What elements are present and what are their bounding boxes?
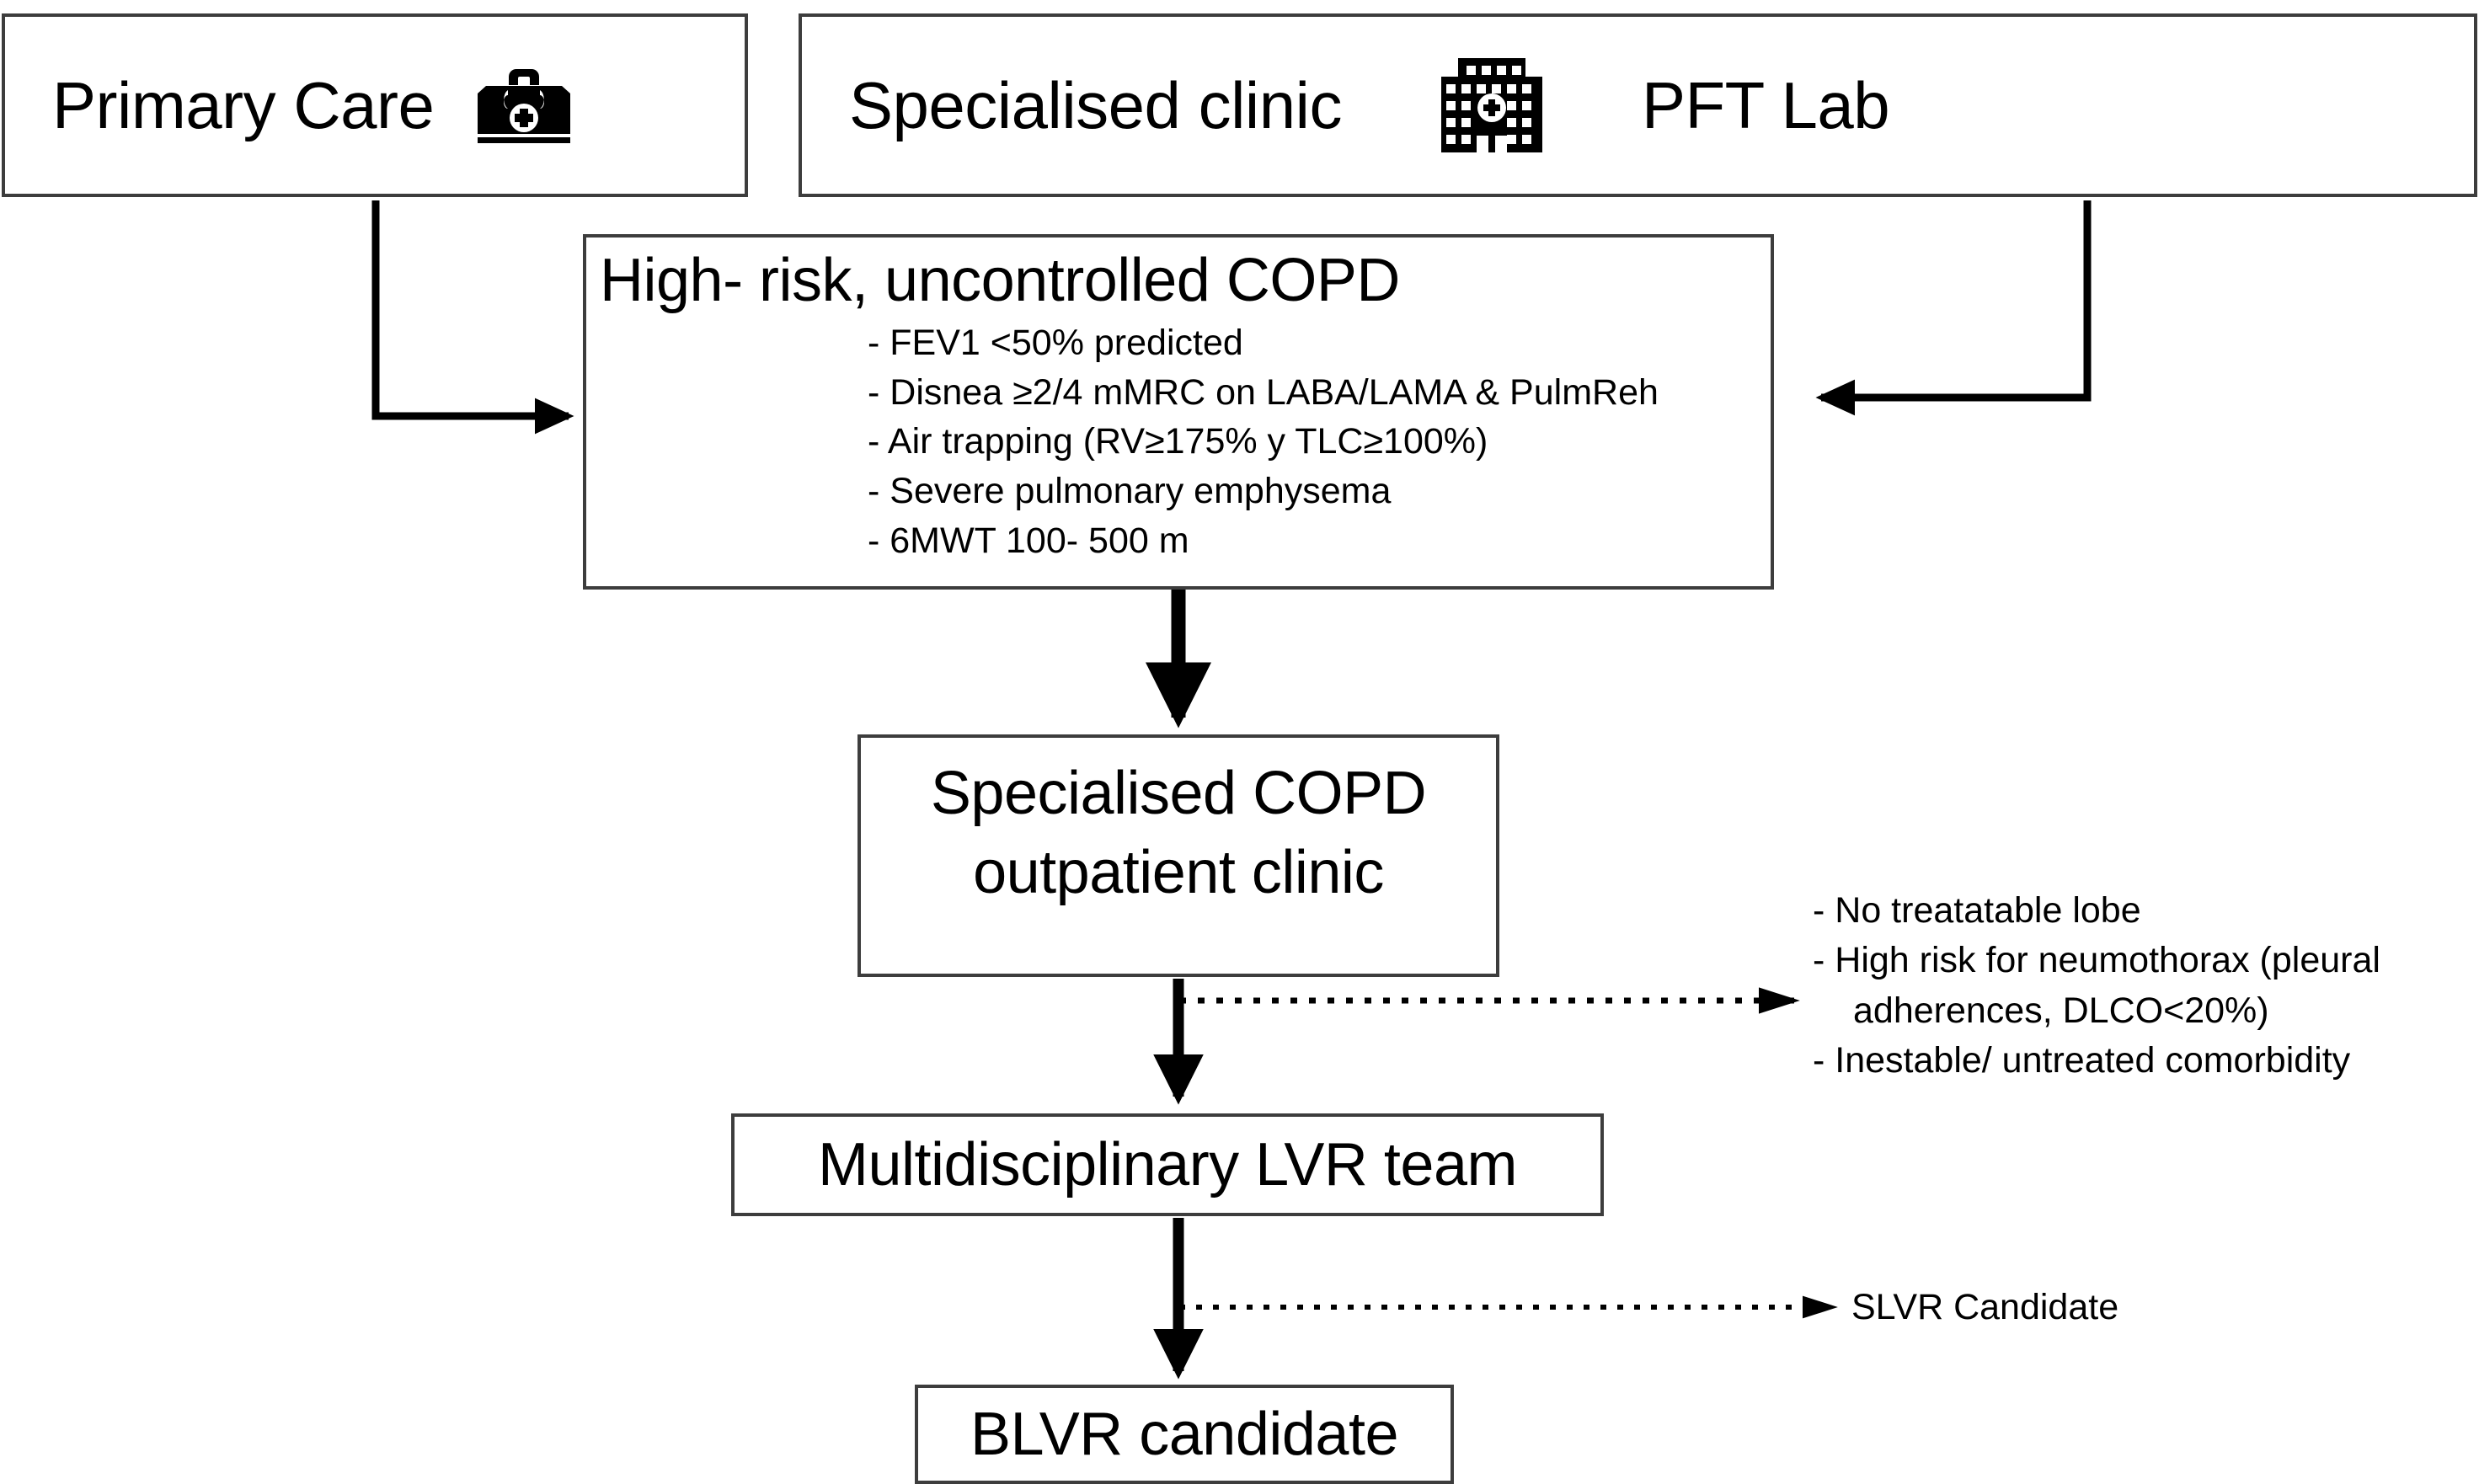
box-high-risk-copd-criteria: High- risk, uncontrolled COPD - FEV1 <50…	[583, 234, 1774, 590]
pft-lab-label: PFT Lab	[1641, 68, 1890, 142]
specialised-clinic-label: Specialised clinic	[849, 68, 1342, 142]
copd-clinic-line-2: outpatient clinic	[973, 838, 1384, 906]
box-multidisciplinary-lvr-team: Multidisciplinary LVR team	[731, 1113, 1604, 1216]
primary-care-label: Primary Care	[52, 68, 435, 142]
slvr-candidate-label: SLVR Candidate	[1851, 1287, 2119, 1327]
criteria-item: - Disnea ≥2/4 mMRC on LABA/LAMA & PulmRe…	[868, 371, 1659, 413]
box-specialised-copd-outpatient-clinic: Specialised COPD outpatient clinic	[857, 734, 1499, 977]
connector-primary-care-to-criteria	[371, 200, 574, 435]
exclusion-item-continuation: adherences, DLCO<20%)	[1853, 990, 2269, 1031]
criteria-item: - Air trapping (RV≥175% y TLC≥100%)	[868, 421, 1488, 462]
hospital-building-icon	[1440, 55, 1544, 156]
criteria-title: High- risk, uncontrolled COPD	[600, 247, 1400, 314]
lvr-team-label: Multidisciplinary LVR team	[818, 1131, 1517, 1198]
exclusion-criteria-list: - No treatatable lobe - High risk for ne…	[1813, 886, 2479, 1086]
exclusion-item: - High risk for neumothorax (pleural	[1813, 940, 2380, 981]
box-specialised-clinic: Specialised clinic	[799, 13, 2477, 197]
box-blvr-candidate: BLVR candidate	[915, 1385, 1454, 1484]
box-primary-care: Primary Care	[2, 13, 748, 197]
criteria-item: - FEV1 <50% predicted	[868, 322, 1243, 363]
criteria-item: - Severe pulmonary emphysema	[868, 471, 1392, 512]
criteria-list: - FEV1 <50% predicted - Disnea ≥2/4 mMRC…	[600, 318, 1771, 567]
medical-bag-icon	[474, 60, 574, 151]
exclusion-item: - No treatatable lobe	[1813, 890, 2141, 931]
copd-clinic-line-1: Specialised COPD	[930, 760, 1427, 827]
blvr-candidate-label: BLVR candidate	[970, 1401, 1399, 1468]
criteria-item: - 6MWT 100- 500 m	[868, 520, 1189, 562]
connector-pft-lab-to-criteria	[1815, 200, 2092, 416]
exclusion-item: - Inestable/ untreated comorbidity	[1813, 1039, 2351, 1081]
